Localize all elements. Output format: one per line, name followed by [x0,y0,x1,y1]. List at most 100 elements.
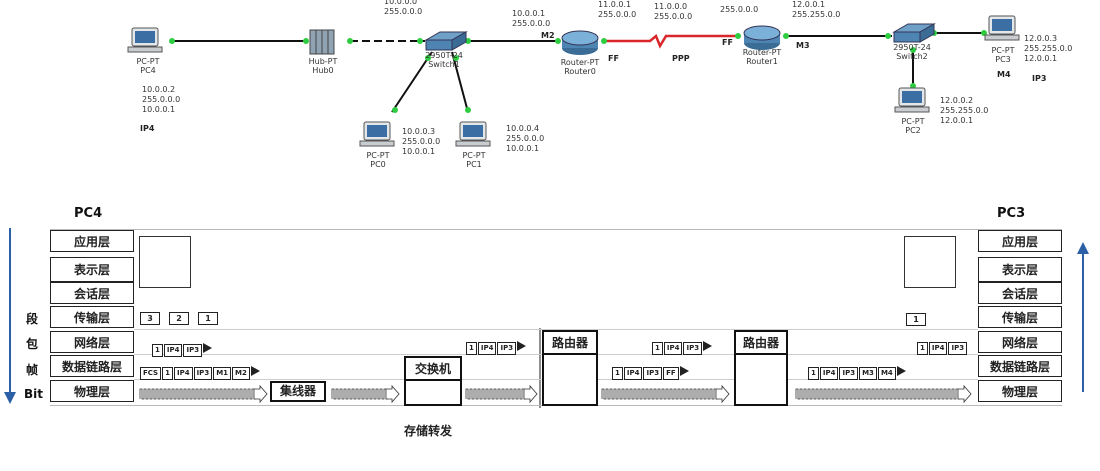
packet-field: 1 [466,342,477,355]
tag-m3: M3 [796,41,810,50]
link-switch1-pc1 [451,51,469,113]
router-b-label: 路由器 [742,336,779,350]
switch-device-label: 交换机 [414,362,451,376]
switch-device: 交换机 [404,356,462,406]
link-switch1-pc0 [391,51,433,113]
pc4-icon[interactable] [127,27,163,53]
arrow-right-icon [896,366,906,376]
router0-icon[interactable] [561,30,599,55]
packet-field: IP3 [683,342,703,355]
left-layer-datalink: 数据链路层 [50,355,134,377]
right-layer-physical: 物理层 [978,380,1062,402]
packet-field: IP3 [497,342,517,355]
switch2-icon[interactable] [892,23,936,43]
bit-wave-4 [795,388,960,400]
left-stack-title: PC4 [74,206,103,221]
stack-top-line [50,229,1062,230]
pc0-ip: 10.0.0.3 255.0.0.0 10.0.0.1 [402,127,441,156]
switch1-icon[interactable] [424,31,468,51]
arrow-right-icon [703,341,713,351]
packet-field: 1 [152,344,163,357]
router1-icon[interactable] [743,25,781,50]
pc4-ip: 10.0.0.2 255.0.0.0 10.0.0.1 [142,85,181,114]
pc3-icon[interactable] [984,15,1020,41]
bit-arrow-icon [253,384,268,404]
link-serial-ppp [604,33,740,49]
left-layer-network: 网络层 [50,331,134,353]
tag-ip3: IP3 [1032,74,1047,83]
frame-field: M2 [232,367,250,380]
right-app-data-box [904,236,956,288]
tag-m2: M2 [541,31,555,40]
router0-if-ip: 10.0.0.1 255.0.0.0 [512,9,551,28]
left-layer-application: 应用层 [50,230,134,252]
arrow-right-icon [203,343,213,353]
segment-1: 1 [198,312,218,325]
tag-ppp: PPP [672,54,690,63]
right-layer-network: 网络层 [978,331,1062,353]
side-label-segment: 段 [26,312,39,326]
packet-field: IP4 [928,342,948,355]
hub-device: 集线器 [270,381,326,402]
r1-left-ip: 255.0.0.0 [720,5,759,14]
frame-field: IP3 [193,367,213,380]
packet-field: IP4 [663,342,683,355]
frame-field: 1 [612,367,623,380]
pc2-icon[interactable] [894,87,930,113]
frame-field: 1 [808,367,819,380]
hub-icon[interactable] [309,29,335,55]
frame-field: M4 [877,367,896,380]
up-arrow-icon [1077,242,1089,392]
down-arrow-icon [4,228,16,404]
packet-field: 1 [652,342,663,355]
side-label-frame: 帧 [26,363,39,377]
serial-net-ip: 11.0.0.0 255.0.0.0 [654,2,693,21]
tag-ff-right: FF [722,38,733,47]
net-top-ip: 10.0.0.0 255.0.0.0 [384,0,423,16]
left-layer-presentation: 表示层 [50,257,134,282]
grid-line-1 [134,329,978,330]
pc2-ip: 12.0.0.2 255.255.0.0 12.0.0.1 [940,96,989,125]
bit-wave-2 [465,388,526,400]
packet-field: IP3 [948,342,968,355]
left-layer-physical: 物理层 [50,380,134,402]
frame-field: IP4 [819,367,839,380]
frame-field: IP4 [173,367,193,380]
packet-field: 1 [917,342,928,355]
right-layer-transport: 传输层 [978,306,1062,328]
segment-right-1: 1 [906,313,926,326]
bit-wave-3 [601,388,718,400]
frame-field: 1 [162,367,173,380]
pc0-icon[interactable] [359,121,395,147]
router-a-device: 路由器 [542,330,598,406]
bit-wave-1 [331,388,388,400]
pc1-ip: 10.0.0.4 255.0.0.0 10.0.0.1 [506,124,545,153]
tag-ff-left: FF [608,54,619,63]
bit-wave-0 [139,388,256,400]
frame-field: IP3 [643,367,663,380]
frame-field: IP4 [623,367,643,380]
left-layer-transport: 传输层 [50,306,134,328]
router-b-device: 路由器 [734,330,788,406]
router-b-divider [734,353,788,355]
bit-arrow-icon [715,384,730,404]
arrow-right-icon [517,341,527,351]
pc1-icon[interactable] [455,121,491,147]
right-layer-datalink: 数据链路层 [978,355,1062,377]
frame-field: IP3 [839,367,859,380]
router-a-label: 路由器 [551,336,588,350]
